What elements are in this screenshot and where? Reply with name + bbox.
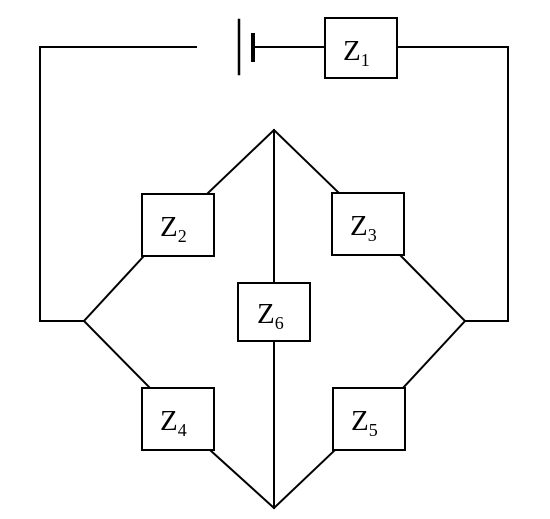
impedance-label: Z5 [351, 405, 378, 440]
impedance-symbol: Z [160, 405, 178, 437]
impedance-label: Z2 [160, 211, 187, 246]
impedance-z3: Z3 [331, 192, 405, 256]
impedance-label: Z6 [257, 298, 284, 333]
impedance-box [141, 193, 215, 257]
impedance-label: Z4 [160, 405, 187, 440]
impedance-z4: Z4 [141, 387, 215, 451]
impedance-symbol: Z [350, 210, 368, 242]
impedance-index: 5 [369, 420, 378, 440]
wire-left-loop [39, 46, 197, 322]
battery-symbol [237, 18, 255, 76]
impedance-box [331, 192, 405, 256]
impedance-index: 6 [275, 313, 284, 333]
impedance-label: Z1 [343, 35, 370, 70]
wire-right-node [398, 253, 467, 390]
impedance-index: 4 [178, 420, 187, 440]
impedance-box [237, 282, 311, 342]
wire-left-node [82, 255, 152, 390]
impedance-box [324, 17, 398, 79]
impedance-z1: Z1 [324, 17, 398, 79]
impedance-symbol: Z [343, 35, 361, 67]
impedance-z6: Z6 [237, 282, 311, 342]
impedance-symbol: Z [257, 298, 275, 330]
impedance-symbol: Z [351, 405, 369, 437]
impedance-symbol: Z [160, 211, 178, 243]
wire-bottom-node [208, 448, 337, 510]
impedance-z2: Z2 [141, 193, 215, 257]
impedance-label: Z3 [350, 210, 377, 245]
impedance-z5: Z5 [332, 387, 406, 451]
impedance-index: 3 [368, 225, 377, 245]
impedance-box [141, 387, 215, 451]
impedance-index: 1 [361, 50, 370, 70]
outer-loop-wires [39, 46, 509, 322]
wire-right-loop [396, 46, 509, 322]
impedance-box [332, 387, 406, 451]
impedance-index: 2 [178, 226, 187, 246]
bridge-wires [82, 128, 467, 510]
